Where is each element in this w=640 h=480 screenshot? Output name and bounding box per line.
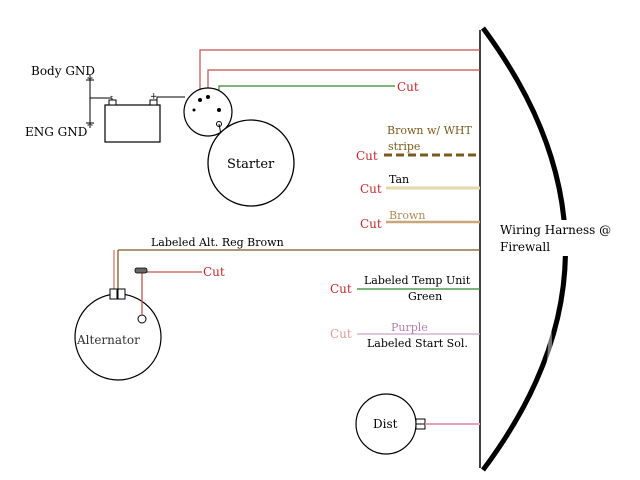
cut-purple: Cut <box>330 327 352 341</box>
harness-label-line2: Firewall <box>500 240 550 254</box>
starter-red-wires <box>199 49 480 110</box>
cut-green: Cut <box>330 282 352 296</box>
wire-tan: Tan Cut <box>360 173 480 196</box>
body-gnd-label: Body GND <box>31 64 95 78</box>
wire-brown-white-stripe: Brown w/ WHT stripe Cut <box>356 124 480 163</box>
battery-neg-label: - <box>110 92 113 102</box>
wire-purple-start-sol: Purple Labeled Start Sol. Cut <box>330 321 480 350</box>
harness-label: Wiring Harness @ Firewall <box>498 220 616 256</box>
tan-label: Tan <box>389 173 409 186</box>
ground-wiring: Body GND ENG GND <box>25 64 113 139</box>
brown-wht-label-1: Brown w/ WHT <box>387 124 472 137</box>
body-ground-symbol <box>86 75 94 81</box>
battery: - + <box>104 92 185 143</box>
harness-label-line1: Wiring Harness @ <box>500 223 611 237</box>
cut-starter-green: Cut <box>397 80 419 94</box>
battery-pos-label: + <box>150 92 158 102</box>
brown-wht-label-2: stripe <box>388 140 420 153</box>
cut-brown: Cut <box>360 217 382 231</box>
green-label: Green <box>408 290 442 303</box>
cut-brown-wht: Cut <box>356 149 378 163</box>
temp-unit-label: Labeled Temp Unit <box>364 274 471 287</box>
brown-label: Brown <box>389 209 425 222</box>
engine-ground-symbol <box>86 122 94 128</box>
starter-label: Starter <box>227 157 275 172</box>
distributor: Dist <box>355 393 480 455</box>
alternator-label: Alternator <box>76 333 140 347</box>
wire-alt-reg-brown: Labeled Alt. Reg Brown <box>113 236 480 291</box>
dist-label: Dist <box>373 417 398 431</box>
purple-label: Purple <box>391 321 428 334</box>
starter-motor: Starter <box>207 119 295 207</box>
cut-tan: Cut <box>360 182 382 196</box>
alternator: Alternator <box>74 267 202 381</box>
start-sol-label: Labeled Start Sol. <box>367 337 468 350</box>
wire-brown: Brown Cut <box>360 209 480 231</box>
wire-green-temp: Labeled Temp Unit Green Cut <box>330 274 480 303</box>
alt-reg-label: Labeled Alt. Reg Brown <box>151 236 284 249</box>
cut-alternator: Cut <box>203 265 225 279</box>
eng-gnd-label: ENG GND <box>25 125 87 139</box>
